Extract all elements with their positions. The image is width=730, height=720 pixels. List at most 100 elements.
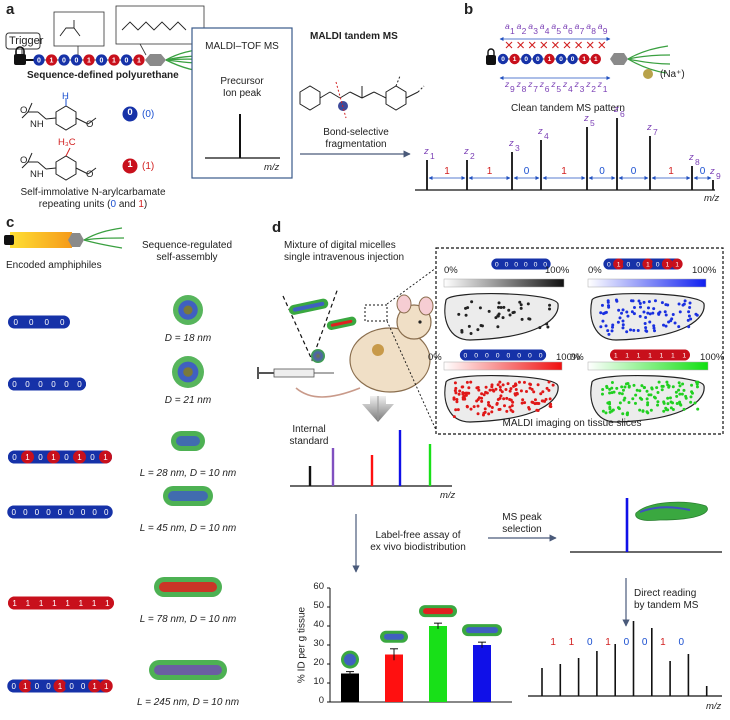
biodistribution-chart	[327, 587, 512, 703]
cleavage-cross	[528, 41, 536, 49]
peak-label-z5: z	[584, 113, 589, 124]
bead-glyph: 1	[112, 57, 116, 64]
bead-glyph: 1	[12, 599, 17, 608]
bead-one	[579, 53, 590, 65]
mz-label-a: m/z	[264, 162, 280, 173]
bit-label: 1	[561, 166, 567, 177]
label-a8-sub: 8	[591, 26, 596, 36]
y-tick-label: 50	[313, 600, 324, 611]
bead-glyph: 0	[12, 508, 17, 517]
tandem-ms-pattern	[415, 118, 715, 191]
bead-glyph: 0	[38, 380, 43, 389]
bead-zero	[99, 505, 113, 519]
label-a8: a	[586, 21, 591, 31]
bead-zero	[632, 258, 644, 270]
bead-zero	[459, 349, 471, 361]
direct-line1: Direct reading	[634, 588, 697, 599]
bead-glyph: 0	[514, 261, 518, 268]
bead-glyph: 0	[125, 57, 129, 64]
pct100-blue: 100%	[692, 265, 717, 276]
y-tick-label: 20	[313, 657, 324, 668]
tandem-title: MALDI tandem MS	[310, 31, 398, 42]
micelle-rod	[288, 298, 329, 315]
bead-glyph: 0	[69, 508, 74, 517]
label-top-z3-sub: 3	[579, 84, 585, 94]
bead-glyph: 0	[559, 56, 563, 63]
label-a6-sub: 6	[568, 26, 573, 36]
bead-one	[633, 349, 645, 361]
amphiphile-bar	[10, 232, 72, 248]
mz-label-b: m/z	[704, 193, 720, 204]
label-top-z5-sub: 5	[556, 84, 562, 94]
atom-o-1: O	[20, 155, 28, 166]
bar-blue	[473, 645, 491, 702]
bead-glyph: 1	[92, 682, 97, 691]
bead-glyph: 0	[524, 261, 528, 268]
bead-one	[613, 258, 625, 270]
zero-bead-legend	[122, 106, 138, 122]
cleavage-cross	[586, 41, 594, 49]
tissue-signal-dots	[600, 380, 700, 417]
bead-glyph: 0	[636, 261, 640, 268]
peak-label-z9: z	[710, 166, 715, 177]
bead-one	[18, 679, 32, 693]
bead-zero	[24, 315, 38, 329]
bead-zero	[21, 377, 34, 391]
bead-one	[8, 596, 22, 610]
label-top-z6-sub: 6	[544, 84, 550, 94]
y-tick-label: 0	[318, 695, 324, 706]
bead-zero	[492, 349, 504, 361]
bead-zero	[34, 450, 47, 464]
y-tick-label: 40	[313, 619, 324, 630]
bead-zero	[555, 53, 567, 65]
label-a4: a	[539, 21, 545, 31]
bead-zero	[501, 258, 512, 270]
y-tick-label: 30	[313, 638, 324, 649]
label-top-z1: z	[597, 79, 603, 89]
peak-label-z6-sub: 6	[620, 109, 625, 119]
peak-label-z4: z	[538, 126, 543, 137]
bead-zero	[567, 53, 578, 65]
bead-zero	[76, 505, 90, 519]
bead-zero	[88, 505, 102, 519]
direct-line2: by tandem MS	[634, 600, 699, 611]
bead-one	[53, 679, 67, 693]
nanostructure-c4	[163, 486, 213, 506]
tandem-bit-label: 1	[605, 637, 611, 648]
pct0-blue: 0%	[588, 265, 602, 276]
bead-one	[99, 679, 113, 693]
peak-label-z7-sub: 7	[653, 127, 658, 137]
bead-glyph: 1	[548, 56, 552, 63]
bead-glyph: 0	[534, 261, 538, 268]
bead-glyph: 0	[69, 682, 74, 691]
label-top-z5: z	[551, 79, 556, 89]
bead-one	[544, 53, 555, 65]
bead-glyph: 0	[64, 380, 69, 389]
bead-zero	[497, 53, 509, 65]
bead-zero	[8, 450, 21, 464]
internal-line1: Internal	[292, 424, 326, 435]
label-a3-sub: 3	[533, 26, 538, 36]
bead-glyph: 0	[62, 57, 66, 64]
cleavage-cross	[598, 41, 606, 49]
bead-glyph: 1	[92, 599, 97, 608]
nanostructure-c6	[149, 660, 227, 680]
bead-one	[667, 349, 679, 361]
label-top-z4-sub: 4	[568, 84, 573, 94]
label-top-z9: z	[505, 79, 510, 89]
atom-o-1b: O	[86, 169, 94, 180]
peak-label-z8: z	[689, 152, 694, 163]
peak-label-z7: z	[647, 122, 652, 133]
bit0-label: (0)	[142, 109, 155, 120]
label-a9: a	[597, 21, 603, 31]
bead-glyph: 1	[77, 453, 82, 462]
bead-zero	[652, 258, 664, 270]
bead-glyph: 0	[524, 56, 528, 63]
tissue-signal-dots	[452, 380, 555, 419]
bit1-label: (1)	[142, 161, 155, 172]
